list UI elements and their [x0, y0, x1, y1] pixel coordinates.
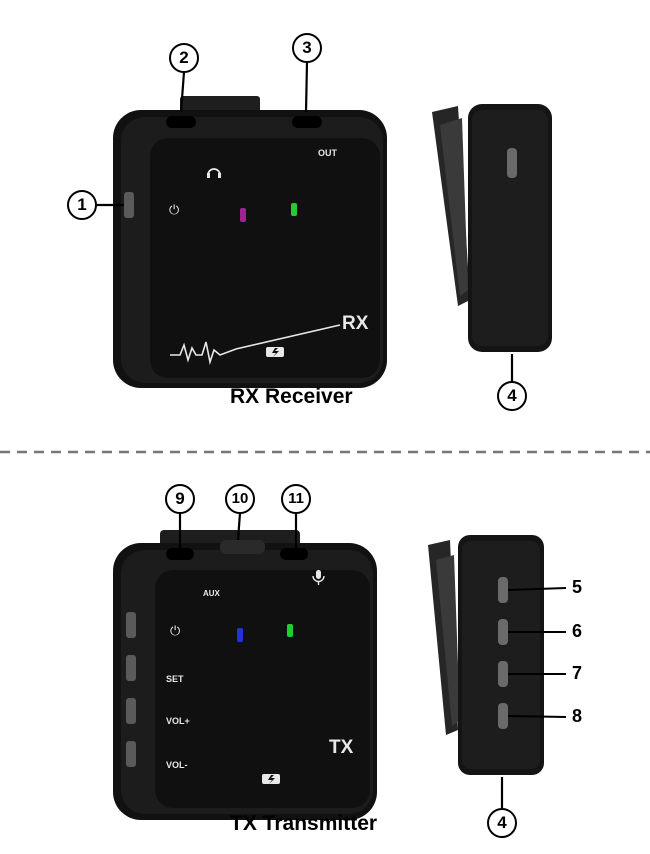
tx-callout-4: 4 [487, 808, 517, 838]
callout-2: 2 [169, 43, 199, 73]
tx-caption: TX Transmitter [230, 812, 378, 835]
rx-model-label: RX [342, 313, 369, 334]
rx-purple-led [240, 208, 246, 222]
callout-10: 10 [225, 484, 255, 514]
tx-aux-label: AUX [203, 589, 220, 598]
battery-charge-icon [266, 347, 284, 357]
tx-blue-led [237, 628, 243, 642]
rx-caption: RX Receiver [230, 385, 353, 408]
callout-1: 1 [67, 190, 97, 220]
rx-side-view [432, 104, 552, 352]
rx-green-led [291, 203, 297, 216]
tx-power-icon: ⏻ [170, 624, 181, 639]
callout-5: 5 [572, 577, 583, 597]
callout-11: 11 [281, 484, 311, 514]
rx-out-label: OUT [318, 148, 337, 158]
tx-side-buttons [126, 612, 136, 767]
microphone-icon [312, 570, 325, 585]
rx-callout-4: 4 [497, 381, 527, 411]
callout-7: 7 [572, 663, 583, 683]
tx-side-view [428, 535, 544, 775]
tx-vol-up-label: VOL+ [166, 716, 190, 726]
tx-model-label: TX [329, 737, 354, 758]
tx-green-led [287, 624, 293, 637]
tx-set-label: SET [166, 674, 184, 684]
waveform-icon [170, 324, 341, 366]
callout-9: 9 [165, 484, 195, 514]
tx-device [113, 530, 377, 820]
power-icon: ⏻ [169, 203, 180, 218]
callout-6: 6 [572, 621, 583, 641]
headphone-icon [207, 168, 221, 178]
tx-battery-charge-icon [262, 774, 280, 784]
rx-device [113, 96, 387, 388]
callout-8: 8 [572, 706, 583, 726]
tx-vol-down-label: VOL- [166, 760, 188, 770]
callout-3: 3 [292, 33, 322, 63]
